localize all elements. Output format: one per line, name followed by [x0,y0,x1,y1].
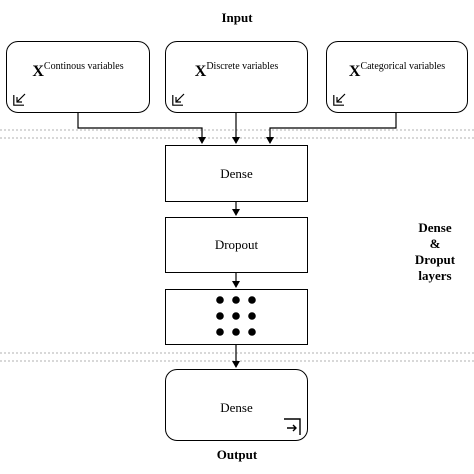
neuron-dots [216,296,256,336]
nodes-box [165,289,308,345]
dense-dropout-layers-label: Dense & Droput layers [400,220,470,284]
arrow-down-left-icon [13,93,26,106]
x-symbol: X [348,63,361,80]
neuron-dot [232,312,240,320]
neuron-dot [232,296,240,304]
output-title: Output [216,447,258,462]
dropout-layer-box: Dropout [165,217,308,273]
dense-layer-label: Dense [220,166,253,181]
input-box-discrete: XDiscrete variables [165,41,308,113]
connector-continuous-to-dense [77,113,206,144]
dense-layer-box: Dense [165,145,308,202]
neuron-dot [216,328,224,336]
output-dense-box: Dense [165,369,308,441]
x-symbol: X [194,63,207,80]
neuron-dot [248,328,256,336]
neuron-dot [216,296,224,304]
neuron-dot [216,312,224,320]
input-title: Input [221,10,253,25]
neuron-dot [232,328,240,336]
neuron-dot [248,312,256,320]
side-label-line: & [429,236,441,251]
variable-type-label: Discrete variables [206,61,279,72]
side-label-line: Droput [414,252,456,267]
side-label-line: Dense [418,220,452,235]
input-label-continuous: XContinous variables [7,61,149,80]
input-box-categorical: XCategorical variables [326,41,468,113]
side-label-line: layers [418,268,452,283]
connector-categorical-to-dense [266,113,397,144]
x-symbol: X [32,63,44,80]
neuron-dot [248,296,256,304]
arrow-down-left-icon [172,93,185,106]
variable-type-label: Continous variables [43,61,124,72]
arrow-right-icon [284,418,301,435]
output-dense-label: Dense [220,400,253,415]
input-label-discrete: XDiscrete variables [166,61,307,80]
input-label-categorical: XCategorical variables [327,61,467,80]
variable-type-label: Categorical variables [360,61,446,72]
input-box-continuous: XContinous variables [6,41,150,113]
dropout-layer-label: Dropout [214,237,259,252]
arrow-down-left-icon [333,93,346,106]
